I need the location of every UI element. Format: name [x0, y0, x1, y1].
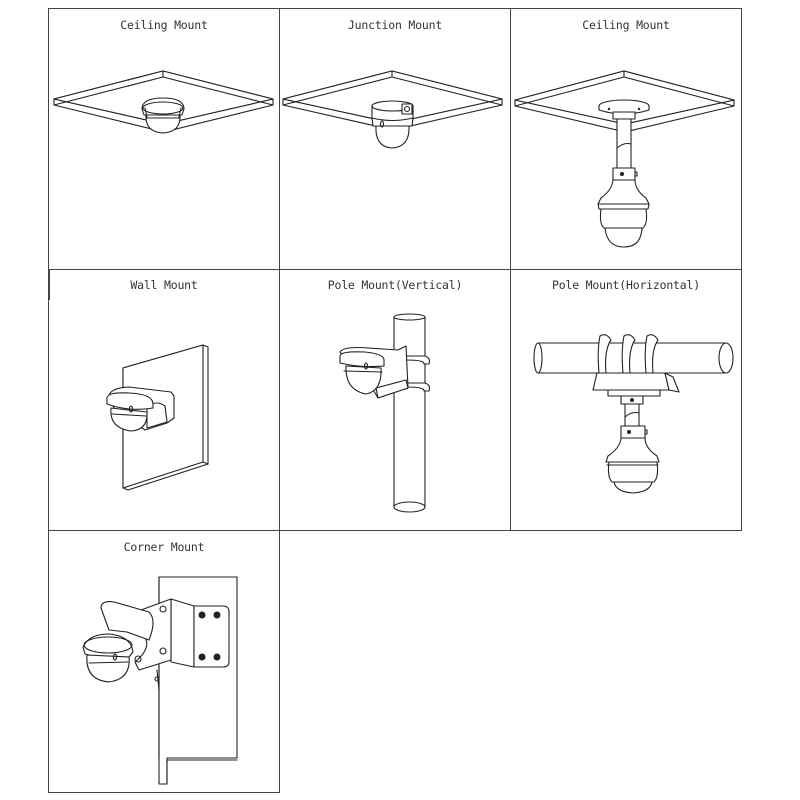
mount-label: Pole Mount(Vertical)	[327, 277, 463, 292]
pendant-housing-icon	[605, 425, 660, 463]
row3-bottom	[48, 791, 280, 794]
mount-cell-pole-vertical: Pole Mount(Vertical)	[280, 278, 510, 530]
horizontal-pole-icon	[533, 342, 734, 374]
mount-cell-corner: Corner Mount	[49, 531, 279, 792]
dome-camera-icon	[606, 461, 659, 494]
mount-cell-pole-horizontal: Pole Mount(Horizontal)	[511, 278, 741, 530]
pendant-mount-illustration	[511, 40, 741, 270]
ceiling-mount-illustration	[49, 40, 279, 270]
mount-label: Ceiling Mount	[120, 17, 208, 32]
pendant-pole-icon	[624, 403, 640, 427]
column-divider-2	[509, 8, 512, 531]
dome-camera-icon	[141, 97, 185, 134]
mount-cell-wall: Wall Mount	[49, 278, 279, 530]
mount-label: Corner Mount	[123, 539, 205, 554]
pole-adapter-plate-icon	[592, 372, 680, 405]
wall-arm-bracket-icon	[100, 598, 172, 691]
table-border-right	[740, 8, 743, 531]
dome-camera-icon	[106, 392, 154, 432]
row1-bottom	[48, 268, 742, 271]
pole-straps-icon	[405, 355, 431, 392]
junction-box-icon	[371, 100, 414, 124]
mount-label: Pole Mount(Horizontal)	[552, 277, 700, 292]
corner-plate-icon	[170, 598, 230, 668]
dome-camera-icon	[371, 117, 414, 149]
dome-camera-icon	[339, 351, 385, 395]
row2-bottom	[48, 529, 742, 532]
junction-mount-illustration	[280, 40, 510, 270]
mount-cell-junction: Junction Mount	[280, 9, 510, 269]
vertical-pole-icon	[393, 313, 426, 513]
wall-mount-illustration	[49, 300, 279, 530]
pendant-pole-icon	[616, 118, 632, 170]
mount-label: Junction Mount	[347, 17, 443, 32]
pole-horizontal-illustration	[511, 300, 741, 530]
mount-label: Wall Mount	[130, 277, 198, 292]
ceiling-plate-icon	[598, 99, 650, 120]
corner-mount-illustration	[49, 562, 279, 792]
pole-vertical-illustration	[280, 300, 510, 530]
table-border-left	[48, 8, 50, 793]
pendant-housing-icon	[597, 167, 650, 210]
column-divider-1	[278, 8, 281, 793]
table-border-top	[48, 8, 742, 10]
dome-camera-icon	[82, 633, 134, 683]
mount-label: Ceiling Mount	[582, 17, 670, 32]
mount-cell-ceiling-pendant: Ceiling Mount	[511, 9, 741, 269]
mount-cell-ceiling: Ceiling Mount	[49, 9, 279, 269]
pole-straps-icon	[597, 334, 659, 374]
dome-camera-icon	[599, 208, 648, 248]
